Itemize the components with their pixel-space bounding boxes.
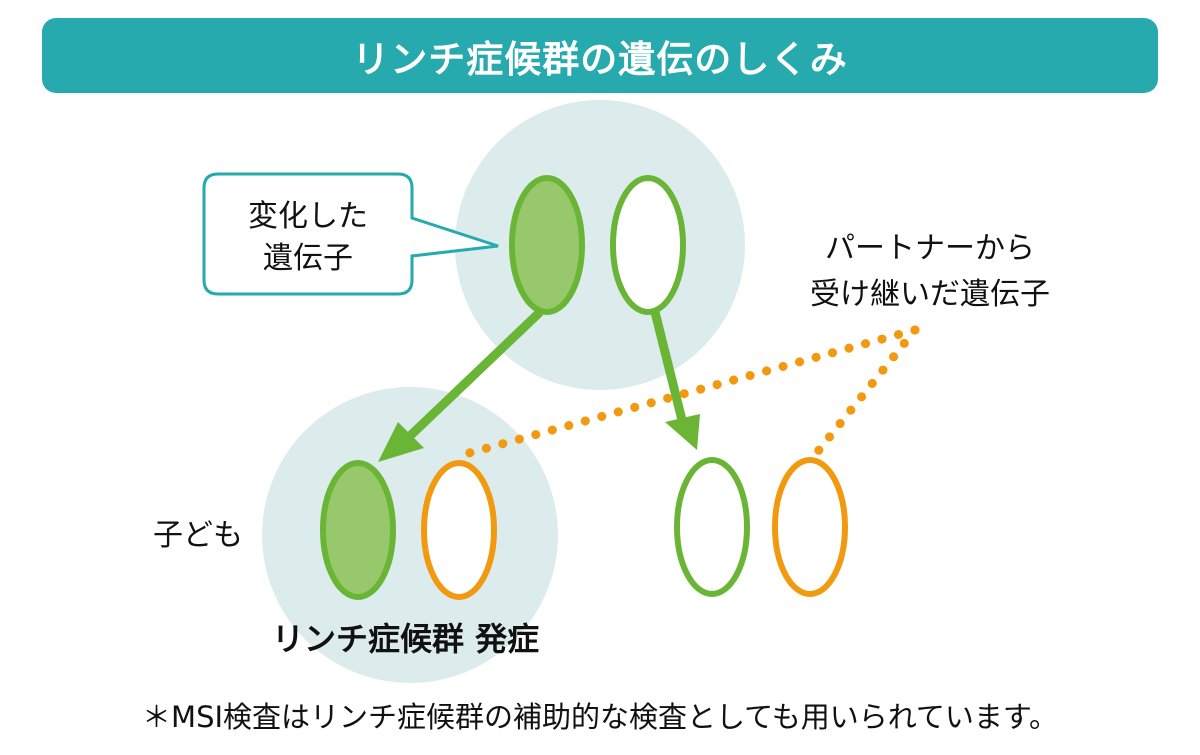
callout-line2: 遺伝子 — [263, 241, 353, 276]
title-bar: リンチ症候群の遺伝のしくみ — [42, 18, 1158, 93]
partner-line2: 受け継いだ遺伝子 — [810, 277, 1050, 312]
child2-partner-gene — [772, 457, 848, 597]
child-circle — [262, 387, 558, 683]
callout-label: 変化した 遺伝子 — [218, 196, 398, 280]
parent-circle — [455, 100, 745, 390]
partner-line1: パートナーから — [825, 231, 1035, 266]
parent-normal-gene — [610, 175, 686, 315]
footnote: ＊MSI検査はリンチ症候群の補助的な検査としても用いられています。 — [142, 700, 1058, 734]
child-mutated-gene — [320, 460, 396, 600]
arrow-normal-to-child — [650, 310, 700, 450]
child-partner-gene — [421, 460, 497, 600]
diagram-title: リンチ症候群の遺伝のしくみ — [352, 37, 848, 81]
onset-label: リンチ症候群 発症 — [272, 620, 540, 658]
partner-dotted-lines — [457, 325, 920, 460]
callout-box — [202, 172, 499, 296]
callout-line1: 変化した — [248, 199, 368, 234]
child-label: 子ども — [153, 518, 243, 553]
partner-label: パートナーから 受け継いだ遺伝子 — [780, 226, 1080, 318]
parent-mutated-gene — [509, 175, 585, 315]
arrow-mutated-to-child — [378, 308, 544, 462]
child2-normal-gene — [674, 457, 750, 597]
